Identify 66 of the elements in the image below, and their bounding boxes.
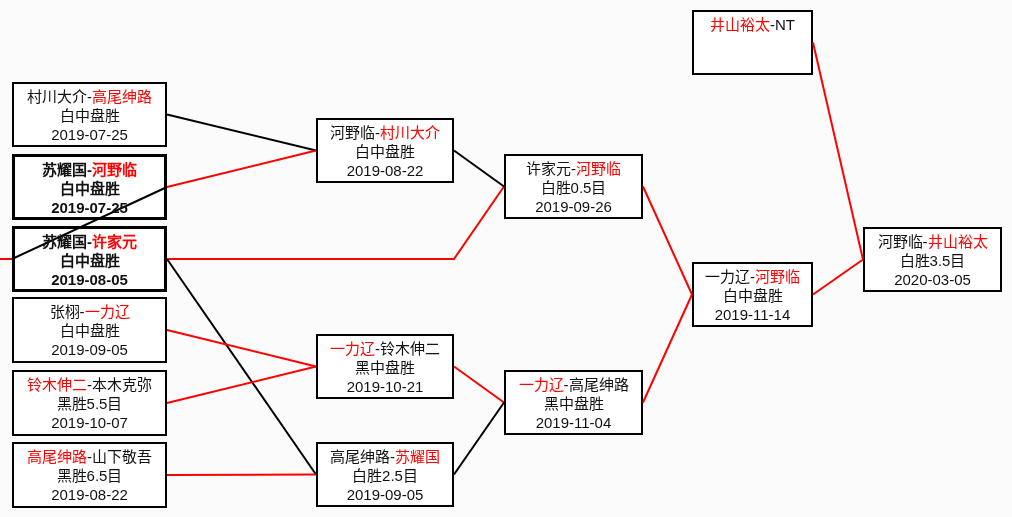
player-names: 一力辽-河野临 [705, 268, 800, 285]
match-box [504, 370, 643, 435]
bracket-line [166, 258, 317, 476]
player-names: 河野临-村川大介 [330, 124, 440, 141]
game-result: 黑胜6.5目 [56, 467, 123, 484]
player-names: 一力辽-高尾绅路 [518, 376, 629, 393]
game-date: 2019-08-22 [51, 486, 128, 503]
match-box [863, 227, 1002, 292]
player-names: 井山裕太-NT [710, 16, 795, 33]
game-result: 黑中盘胜 [543, 395, 604, 412]
player-names: 许家元-河野临 [526, 160, 621, 177]
match-box [12, 442, 167, 508]
game-date: 2019-09-05 [51, 341, 128, 358]
bracket-line [0, 258, 13, 260]
bracket-line [812, 258, 864, 296]
game-result: 黑胜5.5目 [56, 395, 123, 412]
game-date: 2019-11-14 [714, 306, 791, 323]
player-names: 村川大介-高尾绅路 [27, 88, 152, 105]
bracket-line [166, 365, 317, 404]
bracket-line [642, 185, 693, 296]
game-result: 白中盘胜 [59, 180, 120, 197]
bracket-line [453, 149, 505, 188]
bracket-line [453, 401, 505, 476]
game-date: 2019-08-22 [346, 162, 424, 179]
bracket-line [166, 113, 317, 152]
match-box [692, 10, 813, 75]
match-box [316, 442, 454, 507]
game-date: 2019-08-05 [51, 271, 128, 288]
game-date: 2019-10-21 [346, 378, 424, 395]
match-box [316, 334, 454, 399]
game-date: 2019-09-26 [535, 198, 612, 215]
player-names: 一力辽-铃木伸二 [330, 340, 440, 357]
game-result: 白胜3.5目 [899, 252, 966, 269]
game-date: 2019-09-05 [346, 486, 424, 503]
match-box [12, 154, 167, 220]
bracket-line [166, 185, 505, 260]
match-box [504, 154, 643, 219]
bracket-line [166, 329, 317, 368]
game-result: 白中盘胜 [59, 322, 120, 339]
match-box [12, 370, 167, 436]
player-names: 张栩-一力辽 [49, 303, 130, 320]
game-result: 白胜0.5目 [540, 179, 607, 196]
bracket-line [642, 293, 693, 404]
game-result: 白中盘胜 [355, 143, 415, 160]
game-date: 2019-10-07 [51, 414, 128, 431]
match-box [12, 226, 167, 292]
game-result: 白胜2.5目 [352, 467, 418, 484]
player-names: 河野临-井山裕太 [877, 233, 988, 250]
match-box [692, 262, 813, 327]
game-date: 2019-07-25 [51, 126, 128, 143]
game-result: 白中盘胜 [722, 287, 783, 304]
match-box [12, 297, 167, 363]
match-box [316, 118, 454, 183]
game-result: 黑中盘胜 [355, 359, 415, 376]
game-result: 白中盘胜 [59, 107, 120, 124]
player-names: 铃木伸二-本木克弥 [27, 376, 152, 393]
player-names: 高尾绅路-苏耀国 [330, 448, 440, 465]
bracket-line [166, 473, 317, 476]
player-names: 苏耀国-河野临 [42, 161, 137, 178]
game-date: 2020-03-05 [894, 271, 971, 288]
game-result: 白中盘胜 [59, 252, 120, 269]
player-names: 高尾绅路-山下敬吾 [27, 448, 152, 465]
bracket-line [166, 149, 317, 188]
game-date: 2019-11-04 [535, 414, 612, 431]
match-box [12, 82, 167, 147]
bracket-line [453, 365, 505, 404]
